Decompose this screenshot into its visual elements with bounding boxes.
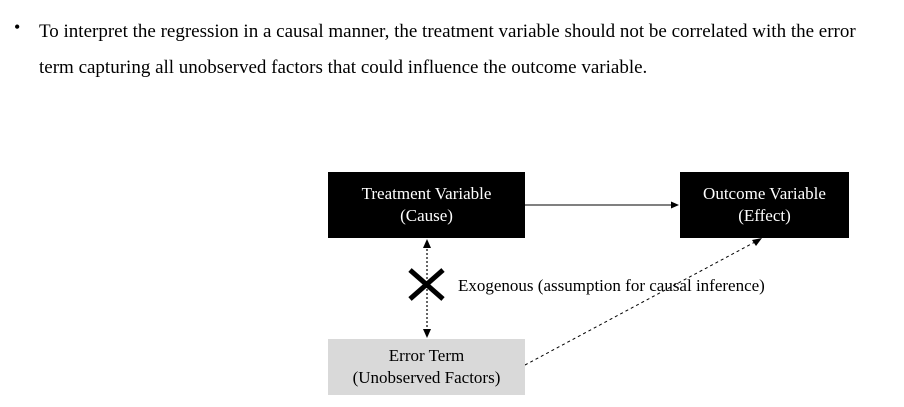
outcome-sublabel: (Effect) — [738, 206, 791, 225]
outcome-label: Outcome Variable — [703, 184, 826, 203]
treatment-variable-box: Treatment Variable (Cause) — [328, 172, 525, 238]
error-to-outcome-arrowhead — [752, 238, 762, 246]
error-label: Error Term — [388, 346, 465, 365]
outcome-variable-box: Outcome Variable (Effect) — [680, 172, 849, 238]
exogenous-label: Exogenous (assumption for causal inferen… — [458, 276, 765, 295]
correlation-arrowhead-bottom — [423, 329, 431, 338]
bullet-text: To interpret the regression in a causal … — [39, 21, 856, 78]
x-mark-icon — [408, 268, 445, 301]
treatment-label: Treatment Variable — [361, 184, 492, 203]
treatment-sublabel: (Cause) — [400, 206, 453, 225]
correlation-arrowhead-top — [423, 239, 431, 248]
error-to-outcome-arrow — [524, 241, 756, 366]
error-term-box: Error Term (Unobserved Factors) — [328, 339, 525, 395]
bullet-marker: • — [14, 17, 21, 37]
error-sublabel: (Unobserved Factors) — [352, 368, 501, 387]
